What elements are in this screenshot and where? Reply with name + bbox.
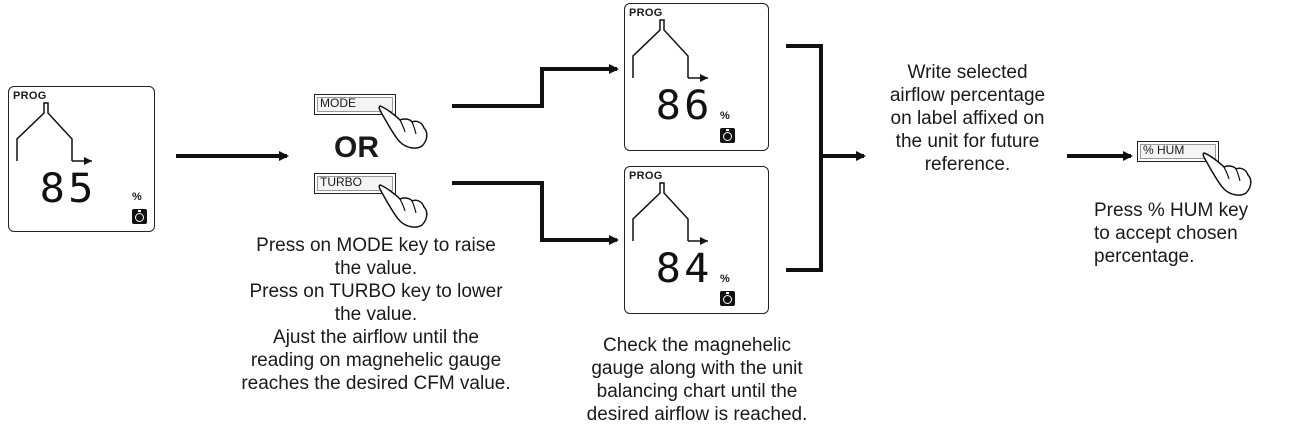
mode-key-label: MODE [320,96,356,110]
prog-label: PROG [629,170,663,182]
airflow-readout: 86 [655,83,713,129]
pointing-hand-icon [378,105,428,149]
bracket [786,44,823,272]
initial-display: PROG 85 % [8,86,155,232]
or-label: OR [334,131,379,164]
airflow-readout: 84 [655,246,713,292]
write-label-instructions: Write selected airflow percentage on lab… [889,62,1046,175]
house-icon [632,182,708,245]
lowered-display: PROG 84 % [624,166,769,314]
timer-icon [720,128,735,143]
airflow-readout: 85 [39,166,97,212]
check-instructions: Check the magnehelic gauge along with th… [586,335,808,425]
timer-icon [132,209,147,224]
house-icon [16,102,92,165]
percent-sign: % [720,110,730,122]
prog-label: PROG [629,7,663,19]
arrow-to-raised [452,64,619,108]
house-icon [632,19,708,82]
hum-key[interactable]: % HUM [1137,141,1219,162]
pointing-hand-icon [378,184,428,228]
turbo-key-label: TURBO [320,175,362,189]
timer-icon [720,291,735,306]
percent-sign: % [132,191,142,203]
arrow-to-lowered [452,181,619,245]
turbo-key[interactable]: TURBO [314,173,396,194]
raised-display: PROG 86 % [624,3,769,151]
percent-sign: % [720,273,730,285]
pointing-hand-icon [1202,152,1252,196]
accept-instructions: Press % HUM key to accept chosen percent… [1094,200,1249,267]
mode-key[interactable]: MODE [314,94,396,115]
adjust-instructions: Press on MODE key to raise the value. Pr… [241,235,511,394]
prog-label: PROG [13,90,47,102]
hum-key-label: % HUM [1143,143,1185,157]
